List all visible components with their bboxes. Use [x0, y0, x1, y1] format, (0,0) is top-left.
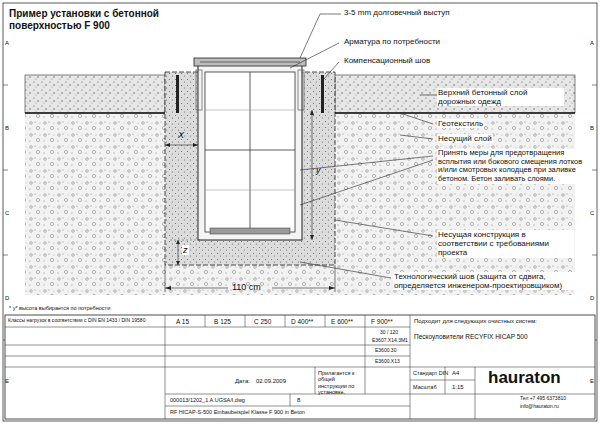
table-cell: E3600.X13: [375, 359, 400, 365]
table-cell: A 15: [176, 318, 189, 325]
sheet-number: 8: [297, 397, 300, 404]
file-name: 000013/1202_1 A.UGSA/I.dwg: [170, 397, 245, 403]
callout-label: Несущий слой: [437, 134, 493, 143]
grid-letter: C: [590, 210, 594, 217]
callout-label: Несущая конструкция в соответствии с тре…: [437, 230, 574, 258]
callout-label: Верхний бетонный слой дорожных одежд: [437, 88, 564, 106]
drawing-title: Пример установки с бетонной поверхностью…: [9, 8, 174, 31]
table-cell: Масштаб: [413, 384, 437, 390]
dimension-label: y: [316, 165, 321, 175]
table-cell: E 600**: [331, 318, 353, 325]
table-cell: F 900**: [371, 318, 393, 325]
table-cell: D 400**: [291, 318, 313, 325]
company-address: info@hauraton.ru: [520, 404, 559, 410]
dimension-label: 110 cm: [232, 282, 261, 292]
table-cell: Классы нагрузок в соответствии с DIN EN …: [8, 318, 163, 324]
table-cell: B 125: [214, 318, 231, 325]
table-cell: E3600.30: [375, 348, 396, 354]
dimension-label: z: [182, 245, 189, 255]
table-cell: 30 / 120: [380, 330, 398, 336]
table-cell: 1:15: [452, 384, 464, 391]
grid-letter: C: [5, 210, 9, 217]
company-address: Тел +7 495 6373810: [520, 396, 566, 402]
grid-letter: B: [590, 125, 594, 132]
grid-letter: A: [590, 40, 594, 47]
callout-label: Компенсационный шов: [343, 56, 431, 65]
table-cell: Дата:: [235, 378, 250, 385]
grid-letter: B: [5, 125, 9, 132]
dimension-label: X: [178, 130, 184, 140]
footnote: * y* высота выбирается по потребности: [9, 305, 110, 311]
callout-label: 3-5 mm долговечный выступ: [343, 8, 451, 17]
drawing-name: RF HICAP-S-500 Einbaubeispiel Klasse F 9…: [170, 409, 305, 415]
table-cell: Пескоуловители RECYFIX HICAP 500: [414, 333, 528, 340]
grid-letter: A: [5, 40, 9, 47]
table-cell: 02.09.2009: [256, 378, 286, 385]
company-logo: hauraton: [488, 368, 561, 388]
table-cell: Прилагается к общей инструкции по устано…: [318, 370, 364, 395]
callout-label: Арматура по потребности: [343, 37, 441, 46]
grid-letter: D: [5, 295, 9, 302]
callout-label: Геотекстиль: [437, 119, 484, 128]
grid-letter: E: [590, 378, 594, 385]
callout-label: Технологический шов (защита от сдвига, о…: [393, 272, 595, 290]
table-cell: A4: [452, 370, 459, 377]
grid-letter: E: [5, 378, 9, 385]
table-cell: Стандарт DIN: [413, 370, 448, 376]
callout-label: Принять меры для предотвращения всплытия…: [437, 149, 589, 184]
table-cell: Подходит для следующих очистных систем:: [414, 318, 537, 325]
grid-letter: D: [590, 295, 594, 302]
table-cell: E3607.X14.3M1: [372, 338, 408, 344]
table-cell: C 250: [254, 318, 271, 325]
